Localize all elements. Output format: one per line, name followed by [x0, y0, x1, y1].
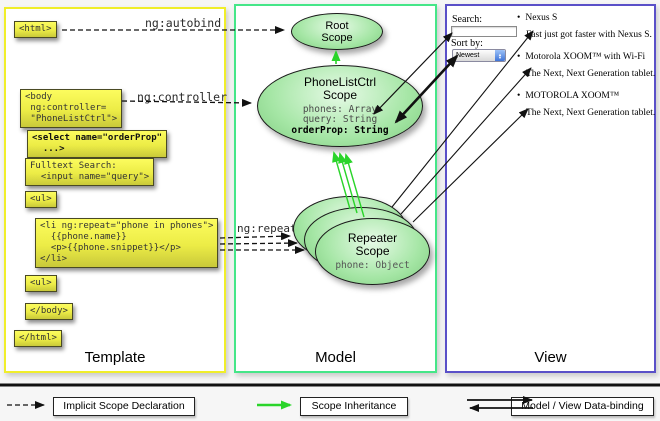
repeater-scope-prop: phone: Object: [335, 260, 410, 271]
sort-by-label: Sort by:: [451, 38, 483, 49]
code-box-fulltext-search: Fulltext Search: <input name="query">: [25, 158, 155, 186]
root-scope-ellipse: Root Scope: [291, 13, 383, 50]
phone-snippet: Fast just got faster with Nexus S.: [526, 30, 652, 40]
bullet-icon: [517, 13, 525, 23]
phone-snippet: The Next, Next Generation tablet.: [526, 108, 656, 118]
model-column-label: Model: [315, 349, 356, 366]
model-column: Model: [234, 4, 437, 373]
phonelistctrl-scope-orderprop: orderProp: String: [291, 125, 389, 136]
phone-snippet: The Next, Next Generation tablet.: [526, 69, 656, 79]
search-input[interactable]: [451, 26, 517, 37]
code-box-html-close: </html>: [14, 330, 62, 347]
code-box-html-open: <html>: [14, 21, 57, 38]
code-box-select: <select name="orderProp" ...>: [27, 130, 168, 158]
sort-select-value: Newest: [456, 52, 480, 59]
phonelistctrl-scope-title: PhoneListCtrl Scope: [303, 75, 377, 102]
phone-list-item: Nexus S Fast just got faster with Nexus …: [517, 13, 655, 40]
phone-name: MOTOROLA XOOM™: [525, 91, 620, 101]
root-scope-title: Root Scope: [321, 19, 353, 44]
code-box-ul-close: <ul>: [25, 275, 57, 292]
phone-list-item: Motorola XOOM™ with Wi-Fi The Next, Next…: [517, 52, 655, 79]
code-box-ul-open: <ul>: [25, 191, 57, 208]
code-box-li-repeat: <li ng:repeat="phone in phones"> {{phone…: [35, 218, 219, 268]
search-label: Search:: [452, 14, 482, 25]
phone-name: Motorola XOOM™ with Wi-Fi: [525, 52, 646, 62]
code-box-body-open: <body ng:controller= "PhoneListCtrl">: [20, 89, 123, 128]
repeater-scope-ellipse: Repeater Scope phone: Object: [315, 218, 430, 285]
phonelistctrl-scope-ellipse: PhoneListCtrl Scope phones: Array query:…: [257, 65, 423, 147]
phone-name: Nexus S: [525, 13, 558, 23]
sort-select[interactable]: Newest ▲▼: [452, 49, 506, 62]
phonelistctrl-scope-props: phones: Array query: String: [302, 104, 378, 125]
code-box-body-close: </body>: [25, 303, 73, 320]
repeater-scope-title: Repeater Scope: [347, 231, 398, 258]
ng-repeat-label: ng:repeat: [237, 222, 297, 235]
legend-implicit-scope-declaration: Implicit Scope Declaration: [53, 397, 195, 416]
template-column-label: Template: [84, 349, 146, 366]
view-column-label: View: [534, 349, 567, 366]
ng-autobind-label: ng:autobind: [145, 16, 222, 30]
ng-controller-label: ng:controller: [137, 90, 228, 104]
phone-list-item: MOTOROLA XOOM™ The Next, Next Generation…: [517, 91, 655, 118]
select-stepper-icon: ▲▼: [495, 50, 505, 61]
legend-scope-inheritance: Scope Inheritance: [300, 397, 408, 416]
legend-model-view-data-binding: Model / View Data-binding: [511, 397, 654, 416]
